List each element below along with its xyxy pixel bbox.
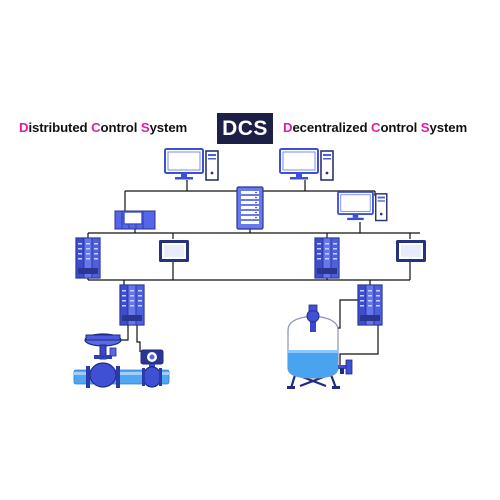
title-word: istributed [28, 120, 92, 135]
tank-icon [287, 304, 353, 389]
distributed-control-system-title: Distributed Control System [19, 120, 187, 135]
title-initial: D [19, 120, 29, 135]
title-initial: C [91, 120, 101, 135]
plc-module-icon [119, 284, 145, 326]
title-word: ystem [149, 120, 188, 135]
plc-module-icon [114, 210, 156, 230]
hmi-panel-icon [159, 240, 189, 262]
plc-module-icon [314, 237, 340, 279]
network-lines [87, 180, 420, 366]
title-initial: D [283, 120, 293, 135]
server-rack-icon [236, 186, 264, 230]
desktop-computer-icon [164, 148, 219, 181]
title-initial: S [420, 120, 430, 135]
decentralized-control-system-title: Decentralized Control System [283, 120, 467, 135]
title-initial: C [371, 120, 381, 135]
title-row: Distributed Control System DCS Decentral… [0, 113, 500, 145]
title-word: ontrol [100, 120, 141, 135]
desktop-computer-icon [279, 148, 334, 181]
control-valve-icon [84, 333, 122, 388]
desktop-computer-icon [337, 191, 388, 222]
plc-module-icon [75, 237, 101, 279]
title-word: ecentralized [292, 120, 372, 135]
flowmeter-icon [140, 349, 164, 388]
plc-module-icon [357, 284, 383, 326]
title-word: ystem [429, 120, 468, 135]
dcs-label: DCS [217, 113, 273, 144]
title-word: ontrol [380, 120, 421, 135]
hmi-panel-icon [396, 240, 426, 262]
title-initial: S [140, 120, 150, 135]
